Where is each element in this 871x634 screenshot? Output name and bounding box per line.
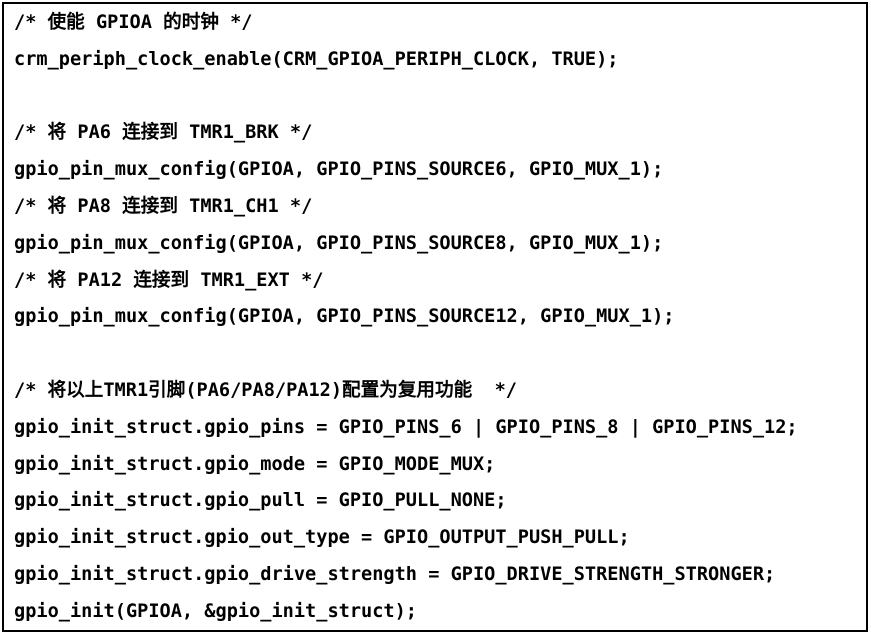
code-line-comment: /* 将 PA8 连接到 TMR1_CH1 */	[14, 195, 313, 217]
code-line: crm_periph_clock_enable(CRM_GPIOA_PERIPH…	[14, 48, 619, 70]
code-line: gpio_init_struct.gpio_out_type = GPIO_OU…	[14, 527, 630, 549]
code-line: gpio_pin_mux_config(GPIOA, GPIO_PINS_SOU…	[14, 232, 664, 254]
code-line: gpio_init(GPIOA, &gpio_init_struct);	[14, 600, 417, 622]
code-line-comment: /* 将 PA6 连接到 TMR1_BRK */	[14, 122, 313, 144]
code-line-blank	[14, 336, 858, 373]
code-listing: /* 使能 GPIOA 的时钟 */ crm_periph_clock_enab…	[4, 4, 866, 630]
code-line-blank	[14, 79, 858, 116]
code-line: gpio_pin_mux_config(GPIOA, GPIO_PINS_SOU…	[14, 159, 664, 181]
code-line: gpio_init_struct.gpio_pull = GPIO_PULL_N…	[14, 490, 507, 512]
code-line: gpio_init_struct.gpio_drive_strength = G…	[14, 563, 776, 585]
code-line-comment: /* 将 PA12 连接到 TMR1_EXT */	[14, 269, 324, 291]
code-line-comment: /* 使能 GPIOA 的时钟 */	[14, 12, 253, 33]
code-line: gpio_init_struct.gpio_mode = GPIO_MODE_M…	[14, 453, 496, 475]
code-line-comment: /* 将以上TMR1引脚(PA6/PA8/PA12)配置为复用功能 */	[14, 379, 517, 401]
code-line: gpio_pin_mux_config(GPIOA, GPIO_PINS_SOU…	[14, 306, 675, 328]
code-line: gpio_init_struct.gpio_pins = GPIO_PINS_6…	[14, 416, 798, 438]
